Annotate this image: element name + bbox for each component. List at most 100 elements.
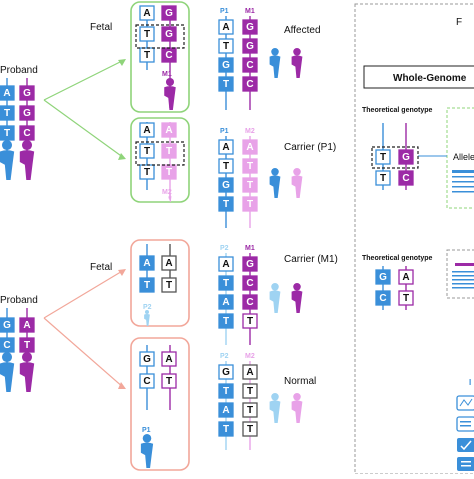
fetal4-r1-right-cell [161,373,177,389]
hap4-r3-right-cell [242,421,258,437]
theo1-r1-right-base: C [402,173,409,184]
fetal2-r1-right-base: T [166,146,172,157]
hap2-r2-left-cell [218,177,234,193]
hap4-r0-right-cell [242,364,258,380]
theo1-r0-right-cell [398,149,414,165]
theo2-r0-left-base: G [379,272,387,283]
outcome-carrier-p1: Carrier (P1) [284,142,336,153]
arrow-head-1 [118,59,126,66]
arrow-head-4 [118,382,126,389]
theoretical-box-2 [446,249,474,299]
hap3-r2-right-base: C [246,297,253,308]
proband-bottom-mother-figure [19,352,35,392]
proband-bottom-r0-left-base: G [3,320,11,331]
fetal1-r1-right-base: G [165,29,173,40]
proband-top-mother-figure [19,140,35,180]
hap4-r2-right-base: T [247,405,253,416]
hap3-r2-left-cell [218,294,234,310]
proband-bottom-r0-right-cell [19,317,35,333]
theoretical-genotype-1: Theoretical genotype [362,107,433,114]
arrows-bottom [43,269,125,389]
fetal2-r0-left-cell [139,122,155,138]
whole-genome-label: Whole-Genome [393,73,467,84]
hap2-r0-left-base: A [222,142,229,153]
proband-bottom-r1-left-base: C [3,340,10,351]
hap2-r3-right-cell [242,196,258,212]
theo1-r1-left-base: T [380,173,386,184]
theo2-r0-left-cell [375,269,391,285]
outcome-normal: Normal [284,376,316,387]
arrows-top [43,59,125,159]
proband-bottom-father-figure [0,352,15,392]
tag-m1-fetal: M1 [162,71,172,78]
fetal3-r1-left-cell [139,277,155,293]
hap1-r1-left-base: T [223,41,229,52]
hap2-r2-right-base: T [247,180,253,191]
fetal1-r2-right-base: C [165,50,172,61]
hap3-r0-right-base: G [246,259,254,270]
hap2-mother-figure [291,168,303,198]
theo1-dashed-highlight [371,146,419,169]
hap2-r0-left-cell [218,139,234,155]
hap3-mother-figure [291,283,303,313]
hap4-r3-left-base: T [223,424,229,435]
fetal4-r0-right-cell [161,351,177,367]
hap1-r1-left-cell [218,38,234,54]
fetal4-r1-right-base: T [166,376,172,387]
fetal1-r1-left-base: T [144,29,150,40]
allele-bars [452,170,474,193]
proband-label-top: Proband [0,65,38,76]
proband-top-r2-left-base: T [4,128,10,139]
allele-fragment: Allele [453,152,474,162]
outcome-carrier-m1: Carrier (M1) [284,254,338,265]
fetal1-r0-right-base: G [165,8,173,19]
hap1-r2-right-cell [242,57,258,73]
hap4-r3-left-cell [218,421,234,437]
tag-p1-hap2: P1 [220,128,229,135]
hap3-r1-left-cell [218,275,234,291]
hap2-r0-right-base: A [246,142,253,153]
hap1-mother-figure [291,48,303,78]
proband-top-r0-left-base: A [3,88,10,99]
proband-bottom-r1-right-base: T [24,340,30,351]
proband-top-r1-right-base: G [23,108,31,119]
fetal4-r0-right-base: A [165,354,172,365]
tag-m2-hap4: M2 [245,353,255,360]
theo1-r0-right-base: G [402,152,410,163]
hap1-father-figure [269,48,281,78]
hap4-r1-left-cell [218,383,234,399]
hap2-r3-left-base: T [223,199,229,210]
hap1-r2-left-cell [218,57,234,73]
fetal2-r2-right-base: T [166,167,172,178]
hap1-r1-right-base: G [246,41,254,52]
fetal2-r1-left-cell [139,143,155,159]
theo1-r0-left-cell [375,149,391,165]
hap3-r1-right-cell [242,275,258,291]
hap3-r0-left-base: A [222,259,229,270]
theoretical-genotype-2: Theoretical genotype [362,255,433,262]
fetal4-r0-left-cell [139,351,155,367]
hap2-r1-right-cell [242,158,258,174]
proband-bottom-r1-left-cell [0,337,15,353]
proband-top-r0-left-cell [0,85,15,101]
tag-p2-hap3: P2 [220,245,229,252]
hap3-r3-right-cell [242,313,258,329]
fetal3-r0-right-cell [161,255,177,271]
hap1-r0-right-base: G [246,22,254,33]
tag-m1-hap1: M1 [245,8,255,15]
theo2-r0-right-cell [398,269,414,285]
allele-box [446,107,474,209]
theo2-r1-right-cell [398,290,414,306]
fetal2-r1-left-base: T [144,146,150,157]
hap1-r0-left-base: A [222,22,229,33]
fetal3-r0-left-cell [139,255,155,271]
proband-top-r1-right-cell [19,105,35,121]
hap3-father-figure [269,283,281,313]
tag-p1-hap1: P1 [220,8,229,15]
fetal-box-3 [130,239,190,327]
hap2-r3-right-base: T [247,199,253,210]
fetal-box-4 [130,337,190,471]
legend-icons [456,395,474,471]
fetal1-dashed-highlight [135,24,185,49]
